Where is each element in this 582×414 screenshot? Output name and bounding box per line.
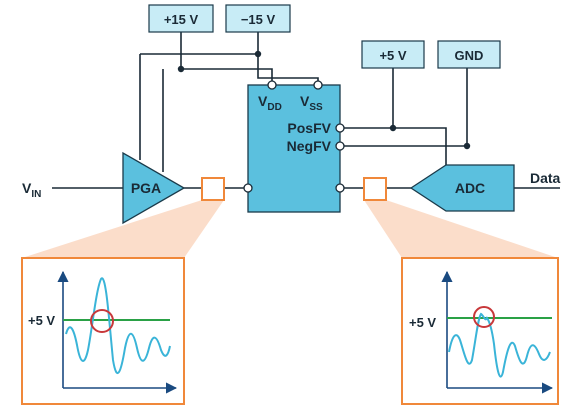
protection-block: VDD VSS PosFV NegFV [243, 80, 345, 213]
left-waveform [65, 277, 171, 375]
posfv-label: PosFV [287, 120, 331, 136]
posfv-pin [335, 123, 345, 133]
right-probe-box [363, 177, 387, 201]
right-clip-marker [473, 306, 495, 328]
svg-text:ADC: ADC [455, 180, 485, 196]
right-inset: +5 V [401, 257, 559, 405]
vdd-label: VDD [258, 93, 282, 113]
negfv-pin [335, 141, 345, 151]
supply-plus15: +15 V [148, 4, 214, 33]
adc-block: ADC [409, 164, 515, 212]
vss-pin [313, 80, 323, 90]
vin-label: VIN [22, 180, 41, 200]
svg-text:+5 V: +5 V [379, 48, 406, 63]
supply-plus5: +5 V [361, 40, 425, 69]
vss-label: VSS [300, 93, 323, 113]
supply-minus15: −15 V [225, 4, 291, 33]
right-zoom-highlight [364, 200, 558, 258]
left-zoom-highlight [22, 200, 224, 258]
left-clip-marker [90, 309, 114, 333]
svg-text:GND: GND [455, 48, 484, 63]
input-pin [243, 183, 253, 193]
data-label: Data [530, 170, 561, 186]
output-pin [335, 183, 345, 193]
negfv-label: NegFV [287, 138, 332, 154]
svg-text:+15 V: +15 V [164, 12, 199, 27]
svg-text:PGA: PGA [131, 180, 161, 196]
right-threshold-label: +5 V [409, 315, 436, 330]
left-probe-box [201, 177, 225, 201]
junction-dots [177, 50, 471, 150]
supply-gnd: GND [437, 40, 501, 69]
svg-text:−15 V: −15 V [241, 12, 276, 27]
pga-block: PGA [122, 151, 186, 225]
vdd-pin [267, 80, 277, 90]
right-waveform [448, 312, 551, 378]
left-threshold-label: +5 V [28, 313, 55, 328]
left-inset: +5 V [21, 257, 185, 405]
